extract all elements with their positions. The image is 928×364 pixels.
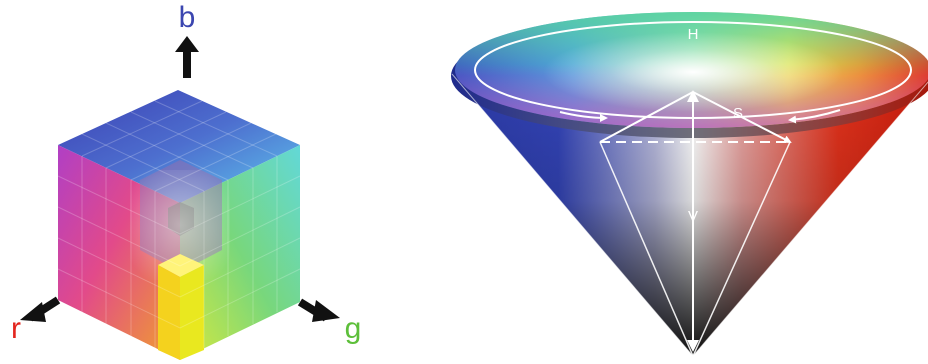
- rgb-cube-corner-left: [158, 265, 180, 360]
- r-axis-arrowhead: [20, 302, 46, 322]
- hue-label: H: [688, 26, 699, 43]
- value-label: V: [688, 208, 698, 225]
- b-axis-line: [183, 48, 191, 78]
- rgb-cube-corner-right: [180, 265, 204, 360]
- rgb-cube-corner-top: [158, 254, 204, 277]
- rgb-axes: [20, 36, 340, 322]
- rgb-cube-top-face: [58, 90, 300, 203]
- apex-outer-left-line: [451, 73, 694, 357]
- apex-left-line: [599, 141, 694, 357]
- apex-outer-right-line: [692, 81, 928, 357]
- g-axis-label: g: [345, 312, 362, 345]
- rgb-cube-grid: [57, 100, 301, 348]
- hsv-hue-disc-center: [543, 32, 843, 112]
- value-axis-bottom-arrowhead: [687, 340, 699, 352]
- apex-right-line: [692, 141, 791, 357]
- r-axis-label: r: [11, 312, 21, 345]
- saturation-arrow: [692, 91, 792, 143]
- b-axis-label: b: [179, 1, 196, 34]
- top-left-edge: [599, 91, 694, 143]
- hsv-cone-shading: [452, 74, 928, 356]
- rgb-cube: b r g: [11, 1, 361, 360]
- hsv-cone: H S V: [451, 12, 928, 357]
- value-axis-top-arrowhead: [687, 90, 699, 102]
- b-axis-arrowhead: [175, 36, 199, 52]
- saturation-label: S: [733, 105, 743, 122]
- g-axis-arrowhead: [312, 300, 340, 322]
- hue-circle-arrow: [559, 111, 608, 122]
- hue-circle-arrow-right: [788, 109, 841, 124]
